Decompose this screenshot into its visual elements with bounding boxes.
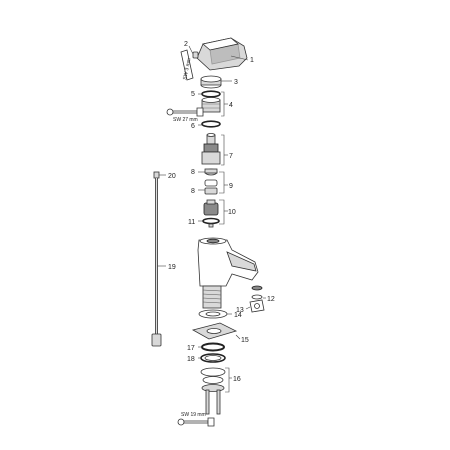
callout-15: 15	[241, 337, 249, 344]
leader-lines	[157, 45, 266, 393]
part-ring-17	[201, 342, 225, 352]
part-faucet-body	[197, 237, 259, 287]
callout-12: 12	[267, 296, 275, 303]
callout-7: 7	[229, 153, 233, 160]
callout-5: 5	[191, 91, 195, 98]
callout-18: 18	[187, 356, 195, 363]
callout-8a: 8	[191, 169, 195, 176]
part-aerator-key-13	[249, 299, 265, 313]
callout-14: 14	[234, 312, 242, 319]
callout-11: 11	[188, 219, 195, 226]
callout-10: 10	[228, 209, 236, 216]
part-o-ring-5	[201, 90, 221, 98]
part-insert-8b	[204, 187, 218, 195]
part-threaded-shank	[202, 285, 222, 309]
wrench-icon-sw27: SW 27 mm	[166, 107, 204, 123]
callout-2: 2	[184, 41, 188, 48]
callout-17: 17	[187, 345, 195, 352]
part-lever-handle	[196, 37, 248, 71]
part-o-ring-6	[201, 120, 221, 128]
tool-label-sw3: SW 3 mm	[182, 58, 192, 81]
tool-label-sw19: SW 19 mm	[181, 412, 206, 418]
part-o-ring-11	[202, 217, 220, 225]
part-insert-8a	[204, 168, 218, 176]
part-nut	[201, 97, 221, 113]
callout-6: 6	[191, 123, 195, 130]
callout-13: 13	[236, 307, 244, 314]
part-small-fitting	[208, 223, 214, 228]
part-aerator-12	[251, 285, 263, 300]
callout-4: 4	[229, 102, 233, 109]
part-cap	[200, 75, 222, 89]
callout-9: 9	[229, 183, 233, 190]
part-gasket-14	[198, 309, 228, 319]
part-cartridge	[201, 133, 221, 165]
callout-16: 16	[233, 376, 241, 383]
tool-label-sw27: SW 27 mm	[173, 117, 198, 123]
callout-19: 19	[168, 264, 176, 271]
part-grub-screw	[192, 51, 199, 59]
callout-8b: 8	[191, 188, 195, 195]
part-seal-9	[204, 179, 218, 187]
part-square-plate-15	[191, 322, 238, 340]
part-mounting-set-16	[200, 367, 226, 392]
part-flexible-hose	[151, 171, 162, 347]
wrench-icon-sw19: SW 19 mm	[177, 412, 215, 427]
part-mounting-studs	[205, 389, 221, 415]
part-ring-18	[200, 353, 226, 363]
part-diverter-10	[203, 199, 219, 216]
callout-1: 1	[250, 57, 254, 64]
callout-3: 3	[234, 79, 238, 86]
hex-key-icon: SW 3 mm	[180, 49, 194, 81]
callout-20: 20	[168, 173, 176, 180]
